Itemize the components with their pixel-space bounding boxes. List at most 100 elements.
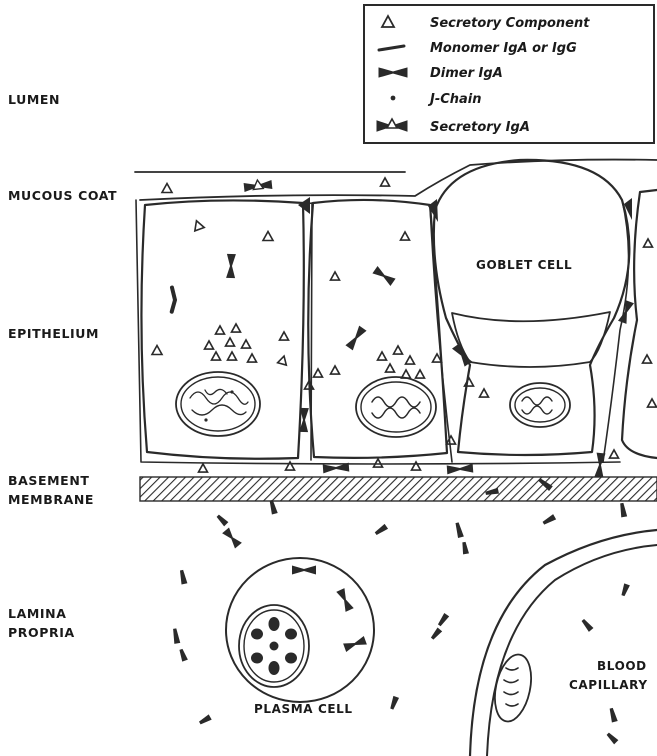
j-chain-symbol (391, 96, 396, 101)
monomer-igg-mark (216, 514, 229, 527)
secretory-component-triangle (152, 346, 162, 355)
goblet-nucleus (510, 383, 570, 427)
secretory-component-triangle (331, 272, 340, 280)
blood-capillary (470, 530, 657, 756)
legend-label: Secretory IgA (430, 120, 530, 135)
dimer-iga-mark (343, 636, 367, 652)
secretory-component-triangle (644, 239, 653, 247)
secretory-component-triangle (242, 340, 251, 348)
basement-membrane-label-line2: MEMBRANE (8, 492, 94, 507)
chromatin-dot (204, 418, 207, 421)
secretory-component-triangle (331, 366, 340, 374)
chromatin-clump (251, 653, 263, 664)
dimer-iga-mark (222, 527, 242, 548)
chromatin-clump (269, 617, 280, 631)
monomer-igg-mark (268, 499, 277, 514)
plasma-cell-label: PLASMA CELL (254, 702, 353, 716)
epithelial-cell-membrane (136, 200, 620, 464)
blood-capillary-label-line1: BLOOD (597, 659, 647, 673)
chromatin-clump (251, 629, 263, 640)
chromatin (372, 397, 420, 418)
chromatin (522, 397, 552, 414)
mucous-coat-lower-line (140, 160, 657, 200)
plasma-cell-membrane (226, 558, 374, 702)
secretory-component-triangle (381, 178, 390, 186)
chromatin-clump (269, 661, 280, 675)
capillary-wall-outer (470, 530, 657, 756)
dimer-iga-mark (336, 588, 353, 612)
secretory-component-triangle (447, 436, 456, 444)
dimer-iga-mark (594, 453, 605, 478)
secretory-component-triangle (643, 355, 652, 363)
secretory-component-triangle (232, 324, 241, 332)
goblet-cell-mucus-boundary (452, 312, 610, 367)
chromatin-dot (230, 390, 233, 393)
secretory-component-triangle (314, 369, 323, 377)
chromatin (190, 389, 248, 415)
molecule-layer (152, 178, 657, 744)
blood-capillary-label-line2: CAPILLARY (569, 678, 648, 692)
dimer-iga-mark (345, 326, 366, 351)
goblet-cell-label: GOBLET CELL (476, 258, 572, 272)
dimer-iga-mark (372, 266, 395, 286)
secretory-component-triangle (610, 450, 619, 458)
monomer-igg-mark (606, 732, 619, 745)
lamina-propria-label-line1: LAMINA (8, 606, 66, 621)
secretory-component-triangle (374, 459, 383, 467)
legend-label: Dimer IgA (430, 66, 503, 81)
monomer-igg-mark (430, 627, 442, 640)
monomer-igg-mark (619, 503, 627, 518)
monomer-igg-mark (608, 707, 617, 722)
dimer-iga-mark (292, 566, 316, 575)
secretory-component-triangle (278, 355, 289, 365)
secretory-component-triangle (192, 219, 204, 231)
nucleus-inner (515, 388, 565, 422)
monomer-igg-mark (389, 696, 399, 710)
monomer-igg-mark (542, 514, 556, 526)
secretory-component-triangle (212, 352, 221, 360)
secretory-component-triangle (205, 341, 214, 349)
lumen-label: LUMEN (8, 92, 60, 107)
monomer-igg-mark (172, 628, 181, 644)
secretory-component-triangle (416, 370, 425, 378)
secretory-component-triangle (378, 352, 387, 360)
secretory-component-triangle (394, 346, 403, 354)
nucleus-inner (361, 382, 431, 432)
basement-membrane (140, 477, 657, 501)
secretory-component-triangle (648, 399, 657, 407)
epithelium-label: EPITHELIUM (8, 326, 99, 341)
secretory-component-triangle (406, 356, 415, 364)
nucleus-outer (510, 383, 570, 427)
secretory-component-triangle (199, 464, 208, 472)
secretory-component-triangle (162, 184, 172, 193)
bent-dimer-iga-mark (163, 288, 181, 312)
dimer-iga-mark (447, 464, 474, 475)
legend: Secretory Component Monomer IgA or IgG D… (364, 5, 654, 143)
monomer-igg-mark (437, 613, 449, 627)
capillary-wall-inner (487, 545, 657, 756)
secretory-component-triangle (228, 352, 237, 360)
monomer-igg-mark (620, 583, 630, 596)
secretory-component-triangle (402, 370, 411, 378)
monomer-igg-mark (454, 522, 464, 538)
secretory-component-triangle (216, 326, 225, 334)
mucous-coat-label: MUCOUS COAT (8, 188, 117, 203)
epithelium (136, 160, 657, 464)
secretory-component-triangle (465, 378, 474, 386)
secretory-component-triangle (401, 232, 410, 240)
dimer-iga-mark (226, 254, 236, 278)
nucleus-outer (176, 372, 260, 436)
epithelial-nucleus (176, 372, 260, 436)
monomer-igg-mark (581, 618, 594, 632)
chromatin-clump (285, 629, 297, 640)
endothelial-nucleus (489, 651, 536, 725)
legend-label: Monomer IgA or IgG (430, 41, 577, 56)
chromatin-clump (270, 642, 279, 651)
legend-label: J-Chain (427, 92, 482, 107)
nucleus-outer (356, 377, 436, 437)
secretory-component-triangle (480, 389, 489, 397)
secretory-component-triangle (226, 338, 235, 346)
secretory-component-triangle (248, 354, 257, 362)
